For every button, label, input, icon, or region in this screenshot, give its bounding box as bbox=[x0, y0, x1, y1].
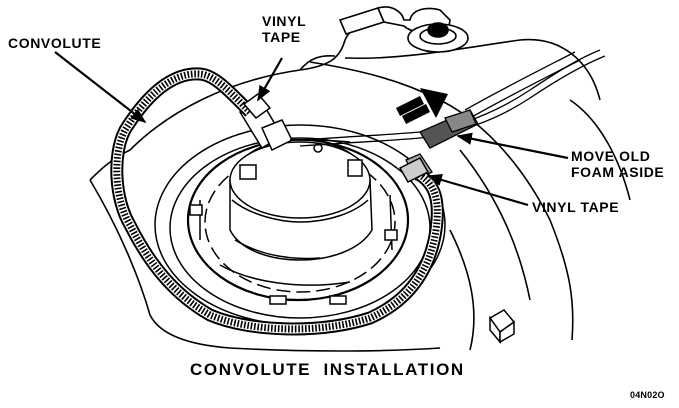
convolute-tube bbox=[110, 67, 444, 336]
figure-code: 04N02O bbox=[630, 390, 665, 400]
callout-move-old-foam: MOVE OLD FOAM ASIDE bbox=[571, 148, 665, 180]
diagram-title: CONVOLUTE INSTALLATION bbox=[190, 360, 465, 379]
pump-module bbox=[154, 124, 446, 326]
callout-vinyl-tape-top: VINYL TAPE bbox=[262, 13, 307, 45]
vent-fitting bbox=[338, 6, 469, 53]
fuel-tank-outline bbox=[89, 14, 631, 352]
callout-vinyl-tape-right: VINYL TAPE bbox=[532, 199, 620, 215]
tank-stub bbox=[488, 309, 516, 345]
vinyl-tape-band bbox=[242, 92, 430, 183]
callout-convolute: CONVOLUTE bbox=[8, 35, 102, 51]
leader-lines bbox=[54, 51, 569, 207]
move-direction-arrow bbox=[396, 88, 448, 124]
